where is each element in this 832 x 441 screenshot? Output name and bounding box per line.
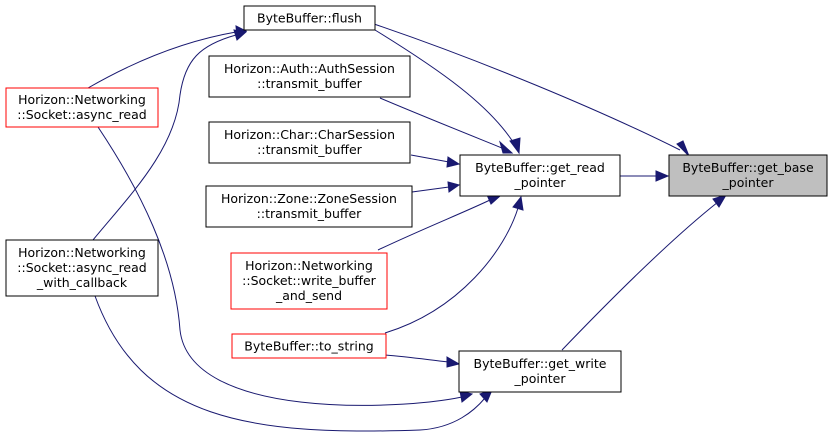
node-label-line: ByteBuffer::to_string <box>244 339 373 354</box>
edge-async-read-cb-to-flush <box>92 34 237 241</box>
node-label-line: ::Socket::write_buffer <box>242 273 377 288</box>
edge-char-to-get-read <box>410 154 450 163</box>
edge-arrowhead <box>712 194 728 208</box>
node-label-line: _pointer <box>514 175 567 190</box>
node-label-line: ::Socket::async_read <box>17 107 146 122</box>
node-label-line: ByteBuffer::get_read <box>475 160 605 175</box>
node-char-session-transmit-buffer[interactable]: Horizon::Char::CharSession ::transmit_bu… <box>208 121 411 164</box>
node-socket-async-read[interactable]: Horizon::Networking ::Socket::async_read <box>5 87 159 128</box>
edge-arrowhead <box>446 156 461 168</box>
node-auth-session-transmit-buffer[interactable]: Horizon::Auth::AuthSession ::transmit_bu… <box>208 55 411 98</box>
node-label-line: Horizon::Networking <box>18 92 146 107</box>
edge-get-write-to-get-base <box>561 201 719 351</box>
node-label-line: ByteBuffer::flush <box>257 11 362 26</box>
node-socket-async-read-with-callback[interactable]: Horizon::Networking ::Socket::async_read… <box>5 239 159 297</box>
edge-arrowhead <box>447 181 461 193</box>
node-label-line: _pointer <box>722 175 775 190</box>
node-label-line: _pointer <box>514 371 567 386</box>
node-label-line: ByteBuffer::get_write <box>474 356 607 371</box>
edge-async-read-cb-to-get-write <box>94 295 486 432</box>
edge-zone-to-get-read <box>411 186 450 193</box>
node-label-line: _and_send <box>275 288 342 303</box>
edge-arrowhead <box>676 140 690 157</box>
edge-arrowhead <box>509 137 521 155</box>
node-label-line: Horizon::Char::CharSession <box>224 127 395 142</box>
node-bytebuffer-flush[interactable]: ByteBuffer::flush <box>243 5 376 31</box>
edge-async-read-to-get-write <box>97 126 463 406</box>
node-bytebuffer-to-string[interactable]: ByteBuffer::to_string <box>231 333 387 359</box>
edge-auth-to-get-read <box>379 97 503 149</box>
edge-to-string-to-get-read <box>384 207 519 334</box>
node-socket-write-buffer-and-send[interactable]: Horizon::Networking ::Socket::write_buff… <box>230 252 388 310</box>
edge-flush-to-get-read <box>374 29 516 146</box>
edge-arrowhead <box>233 29 248 41</box>
edge-arrowhead <box>459 390 474 403</box>
node-label-line: Horizon::Networking <box>245 258 373 273</box>
node-label-line: Horizon::Networking <box>18 245 146 260</box>
node-bytebuffer-get-read-pointer[interactable]: ByteBuffer::get_read _pointer <box>459 154 621 197</box>
edge-write-send-to-get-read <box>377 199 491 251</box>
edge-async-read-to-flush <box>87 31 237 89</box>
node-label-line: ByteBuffer::get_base <box>682 160 814 175</box>
node-label-line: Horizon::Zone::ZoneSession <box>221 191 397 206</box>
node-label-line: ::transmit_buffer <box>257 142 363 157</box>
edge-to-string-to-get-write <box>384 354 450 363</box>
node-bytebuffer-get-base-pointer[interactable]: ByteBuffer::get_base _pointer <box>668 154 828 197</box>
node-label-line: ::Socket::async_read <box>17 260 146 275</box>
edge-arrowhead <box>499 140 514 154</box>
edge-arrowhead <box>446 356 461 368</box>
node-label-line: ::transmit_buffer <box>257 76 363 91</box>
node-label-line: Horizon::Auth::AuthSession <box>224 61 395 76</box>
edge-arrowhead <box>655 170 670 182</box>
node-label-line: ::transmit_buffer <box>257 206 363 221</box>
edge-flush-to-get-base <box>373 23 681 151</box>
node-label-line: _with_callback <box>36 275 128 290</box>
edge-arrowhead <box>512 195 524 211</box>
node-zone-session-transmit-buffer[interactable]: Horizon::Zone::ZoneSession ::transmit_bu… <box>205 185 413 228</box>
edges <box>87 23 728 432</box>
node-bytebuffer-get-write-pointer[interactable]: ByteBuffer::get_write _pointer <box>458 350 622 393</box>
